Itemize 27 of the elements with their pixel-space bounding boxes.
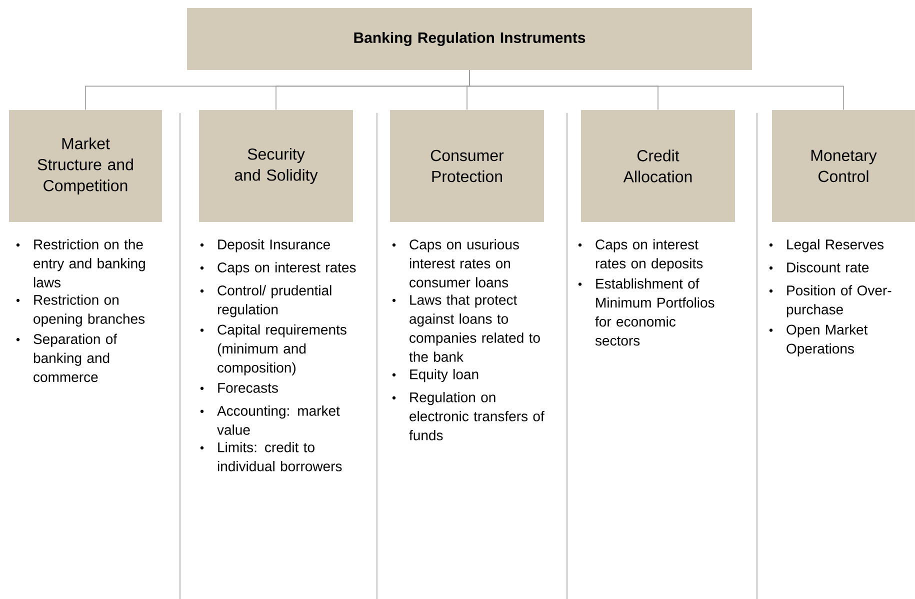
list-item: Capital requirements (minimum and composition) [218,324,346,376]
list-item: Forecasts [218,383,278,393]
title-box: Banking Regulation Instruments [187,8,752,70]
list-item: Legal Reserves [787,239,884,252]
list-item: Establishment of Minimum Portfolios for economic sectors [595,278,714,346]
list-item: Laws that protect against loans to companies related to the bank [409,294,540,362]
list-item: Control/ prudential regulation [218,285,332,318]
category-box: Credit Allocation [581,110,735,222]
list-item: Caps on interest rates [218,262,356,276]
list-item: Separation of banking and commerce [34,334,118,382]
category-box: Monetary Control [772,110,915,222]
list-item: Equity loan [410,369,478,382]
connector-line [469,70,844,110]
list-item: Restriction on opening branches [34,294,145,327]
category-box: Consumer Protection [390,110,544,222]
list-item: Regulation on electronic transfers of funds [409,392,544,440]
list-item: Discount rate [787,262,869,272]
list-item: Open Market Operations [786,324,868,356]
list-item: Caps on usurious interest rates on consumer loans [410,239,519,288]
list-item: Deposit Insurance [218,239,330,252]
list-item: Restriction on the entry and banking laws [34,239,145,288]
list-item: Position of Over-purchase [786,285,892,318]
list-item: Caps on interest rates on deposits [596,239,703,272]
category-box: Market Structure and Competition [9,110,162,222]
category-box: Security and Solidity [199,110,353,222]
list-item: Limits: credit to individual borrowers [218,442,342,472]
list-item: Accounting: market value [217,406,340,435]
